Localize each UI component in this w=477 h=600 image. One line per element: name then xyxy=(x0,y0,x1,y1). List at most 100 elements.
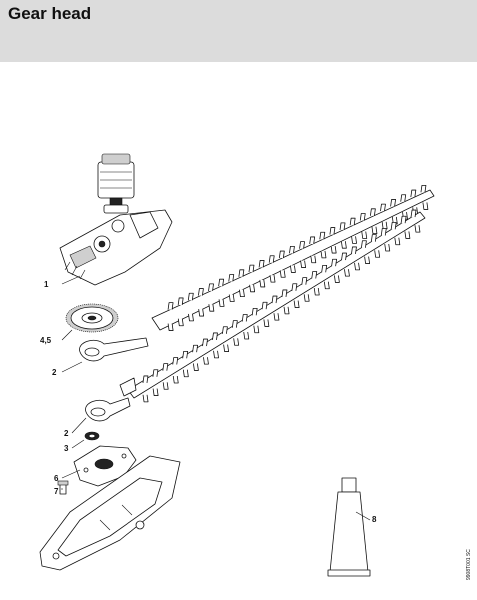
blade-tooth xyxy=(404,231,411,239)
blade-tooth xyxy=(293,300,300,308)
upper-blade xyxy=(151,184,435,331)
blade-tooth xyxy=(167,302,174,310)
blade-tooth xyxy=(359,213,366,221)
blade-tooth xyxy=(369,208,376,216)
blade-tooth xyxy=(289,245,295,254)
blade-tooth xyxy=(192,363,199,371)
blade-tooth xyxy=(182,369,189,378)
blade-tooth xyxy=(420,184,427,193)
blade-tooth xyxy=(177,297,184,306)
blade-tooth xyxy=(203,357,209,365)
blade-tooth xyxy=(273,313,280,321)
blade-tooth xyxy=(340,241,347,249)
blade-tooth xyxy=(228,274,235,282)
blade-tooth xyxy=(208,304,215,312)
bearing xyxy=(84,431,100,441)
blade-tooth xyxy=(251,307,258,316)
blade-tooth xyxy=(202,338,208,347)
screw xyxy=(57,480,69,495)
blade-tooth xyxy=(384,243,391,252)
blade-tooth xyxy=(390,199,396,207)
blade-tooth xyxy=(172,357,179,365)
blade-tooth xyxy=(263,319,270,327)
blade-tooth xyxy=(238,269,245,277)
blade-tooth xyxy=(142,394,149,403)
blade-tooth xyxy=(380,203,386,212)
callout-1: 1 xyxy=(44,280,49,289)
blade-tooth xyxy=(142,375,149,383)
callout-4-5: 4,5 xyxy=(40,336,52,345)
blade-tooth xyxy=(228,294,235,302)
blade-tooth xyxy=(414,225,421,233)
blade-tooth xyxy=(231,320,238,328)
blade-tooth xyxy=(410,189,417,198)
callout-8: 8 xyxy=(372,515,377,524)
blade-tooth xyxy=(258,260,265,268)
blade-tooth xyxy=(279,270,286,278)
blade-tooth xyxy=(241,314,248,322)
blade-tooth xyxy=(212,332,218,340)
blade-tooth xyxy=(177,318,184,327)
blade-tooth xyxy=(213,350,219,359)
blade-tooth xyxy=(331,258,338,267)
blade-tooth xyxy=(278,250,285,259)
blade-tooth xyxy=(223,344,230,352)
blade-tooth xyxy=(330,245,337,254)
blade-tooth xyxy=(261,301,268,310)
blade-tooth xyxy=(152,388,159,396)
blade-tooth xyxy=(192,344,199,353)
housing-cover xyxy=(39,455,181,571)
blade-tooth xyxy=(390,221,397,230)
blade-tooth xyxy=(283,306,290,315)
blade-tooth xyxy=(422,202,429,210)
callout-7: 7 xyxy=(54,487,59,496)
blade-tooth xyxy=(370,234,377,242)
connecting-rod-upper xyxy=(79,337,149,362)
blade-tooth xyxy=(344,269,350,277)
page-title: Gear head xyxy=(8,4,92,23)
motor-assembly xyxy=(97,153,135,214)
blade-tooth xyxy=(364,256,371,264)
blade-tooth xyxy=(300,260,306,268)
blade-tooth xyxy=(218,278,225,287)
blade-tooth xyxy=(311,271,318,279)
blade-tooth xyxy=(290,265,296,273)
blade-tooth xyxy=(319,231,326,240)
blade-tooth xyxy=(253,325,260,334)
blade-tooth xyxy=(281,289,288,297)
drawing-code: 9908T001 SC xyxy=(466,549,472,580)
blade-tooth xyxy=(269,275,276,283)
blade-tooth xyxy=(349,217,356,226)
blade-tooth xyxy=(221,326,228,334)
blade-tooth xyxy=(323,281,330,290)
blade-tooth xyxy=(400,215,407,224)
blade-tooth xyxy=(361,231,368,239)
blade-end-tab xyxy=(119,377,137,397)
blade-tooth xyxy=(291,283,298,291)
blade-tooth xyxy=(299,241,305,249)
callout-3: 3 xyxy=(64,444,69,453)
blade-tooth xyxy=(310,255,317,264)
blade-tooth xyxy=(321,264,328,273)
blade-tooth xyxy=(172,375,179,384)
grease-tube xyxy=(327,477,371,577)
blade-tooth xyxy=(268,255,275,263)
blade-tooth xyxy=(303,294,310,302)
blade-tooth xyxy=(313,287,320,296)
blade-tooth xyxy=(329,227,336,235)
blade-tooth xyxy=(394,237,401,246)
blade-tooth xyxy=(233,338,240,346)
blade-tooth xyxy=(309,236,316,245)
blade-tooth xyxy=(188,313,194,322)
blade-tooth xyxy=(410,209,417,218)
leader-lines xyxy=(61,275,371,521)
blade-tooth xyxy=(239,289,245,298)
callout-6: 6 xyxy=(54,474,59,483)
blade-tooth xyxy=(320,250,327,259)
blade-tooth xyxy=(208,283,214,291)
blade-tooth xyxy=(249,284,256,293)
blade-tooth xyxy=(182,350,189,359)
lower-blade xyxy=(127,209,426,403)
blade-tooth xyxy=(351,246,357,254)
